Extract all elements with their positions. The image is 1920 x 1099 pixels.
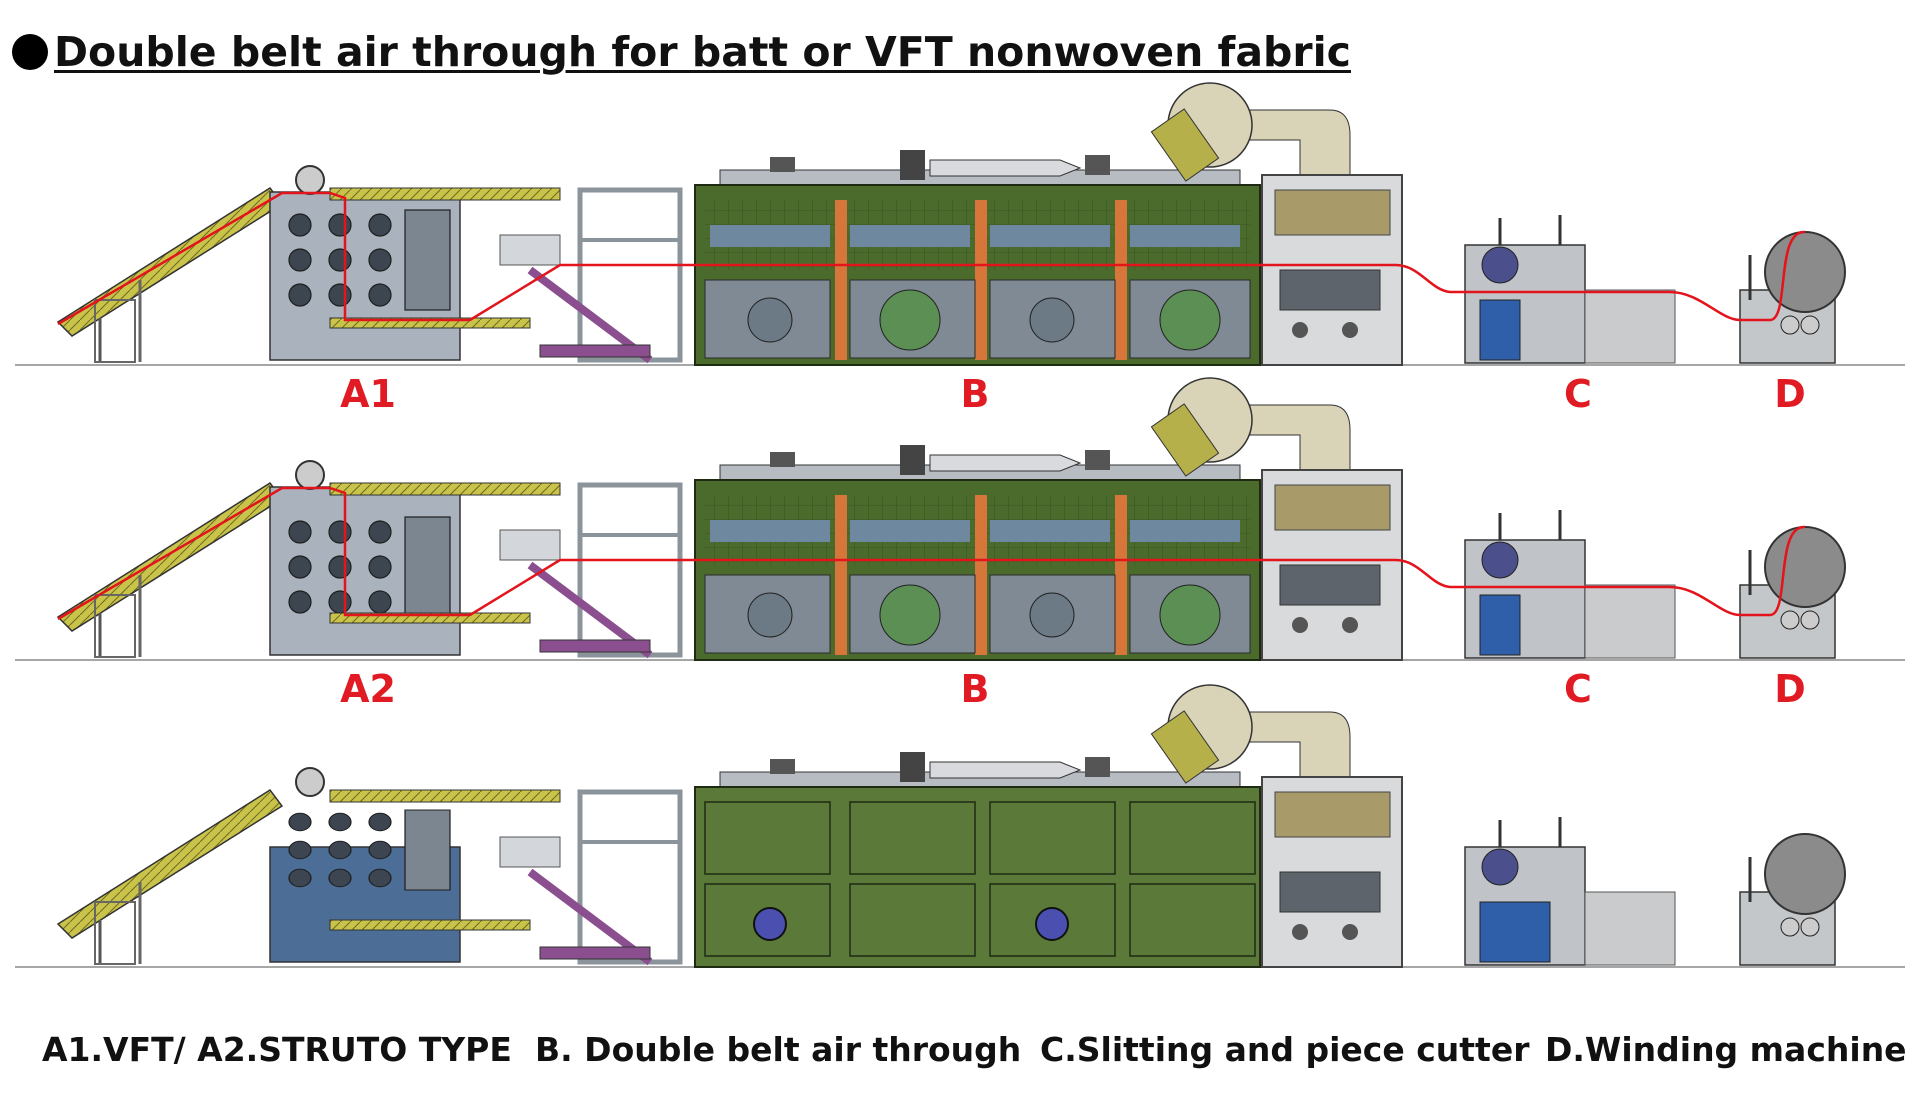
caption-oven: B. Double belt air through (535, 1030, 1022, 1069)
caption-slitter: C.Slitting and piece cutter (1040, 1030, 1530, 1069)
row-1 (15, 82, 1905, 366)
oven-porthole (753, 907, 787, 941)
fabric-web-path (57, 191, 1806, 326)
oven-panel (704, 883, 831, 957)
section-label-b: B (960, 372, 990, 416)
winder-section (1739, 833, 1846, 966)
feeder-section (56, 767, 683, 966)
slitter-roll (1481, 541, 1519, 579)
transfer-frame (577, 789, 683, 965)
oven-section (694, 82, 1403, 366)
caption-feeder: A1.VFT/ A2.STRUTO TYPE (42, 1030, 512, 1069)
slitter-roll (1481, 246, 1519, 284)
section-label-c: C (1564, 667, 1592, 711)
top-conveyor (329, 482, 561, 496)
section-label-b: B (960, 667, 990, 711)
caption-winder: D.Winding machine (1545, 1030, 1907, 1069)
feeder-section (56, 165, 683, 364)
slitter-table (1584, 584, 1676, 659)
slitter-section (1464, 817, 1676, 966)
top-conveyor (329, 187, 561, 201)
oven-porthole (1035, 907, 1069, 941)
section-label-d: D (1774, 372, 1806, 416)
transfer-frame (577, 482, 683, 658)
section-label-d: D (1774, 667, 1806, 711)
lower-conveyor (329, 919, 531, 931)
inclined-conveyor (56, 186, 284, 337)
slitter-table (1584, 891, 1676, 966)
oven-panel (989, 801, 1116, 875)
section-label-a2: A2 (340, 667, 396, 711)
winder-section (1739, 231, 1846, 364)
page-title: Double belt air through for batt or VFT … (12, 28, 1351, 76)
oven-panel (704, 801, 831, 875)
oven-body (694, 786, 1261, 968)
oven-panel (1129, 883, 1256, 957)
lower-conveyor (329, 317, 531, 329)
oven-panel (849, 801, 976, 875)
inclined-conveyor (56, 788, 284, 939)
row-2 (15, 377, 1905, 661)
row-3 (15, 684, 1905, 968)
winder-roll (1764, 231, 1846, 313)
oven-burner (929, 761, 1082, 779)
oven-panel (849, 883, 976, 957)
slitter-section (1464, 510, 1676, 659)
winder-section (1739, 526, 1846, 659)
oven-section (694, 684, 1403, 968)
exhaust-duct (1249, 711, 1351, 783)
exhaust-duct (1249, 404, 1351, 476)
section-label-a1: A1 (340, 372, 396, 416)
exhaust-duct (1249, 109, 1351, 181)
feeder-top-pulley (295, 165, 325, 195)
slitter-table (1584, 289, 1676, 364)
inclined-conveyor (56, 481, 284, 632)
slitter-section (1464, 215, 1676, 364)
fabric-web-path (57, 486, 1806, 621)
bullet-dot (12, 34, 48, 70)
oven-burner (929, 159, 1082, 177)
production-line-rows (15, 82, 1905, 968)
feeder-top-pulley (295, 460, 325, 490)
oven-panel (1129, 801, 1256, 875)
lower-conveyor (329, 612, 531, 624)
oven-panel (989, 883, 1116, 957)
feeder-top-pulley (295, 767, 325, 797)
section-label-c: C (1564, 372, 1592, 416)
transfer-frame (577, 187, 683, 363)
winder-roll (1764, 833, 1846, 915)
page-title-text: Double belt air through for batt or VFT … (54, 28, 1351, 76)
feeder-section (56, 460, 683, 659)
oven-section (694, 377, 1403, 661)
top-conveyor (329, 789, 561, 803)
winder-roll (1764, 526, 1846, 608)
slitter-roll (1481, 848, 1519, 886)
oven-burner (929, 454, 1082, 472)
